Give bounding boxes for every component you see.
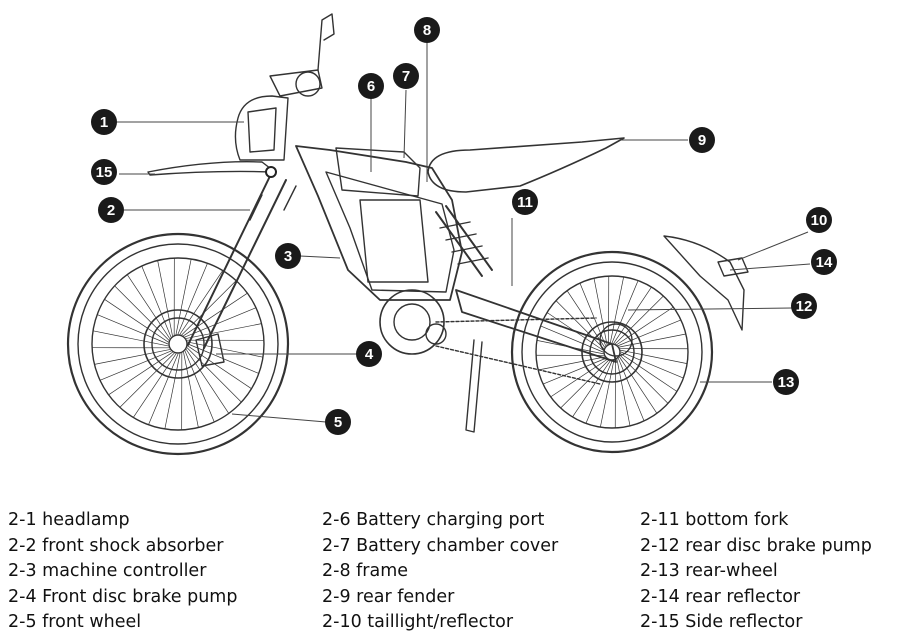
callout-circle [773, 369, 799, 395]
callout-4: 4 [356, 341, 382, 367]
callout-8: 8 [414, 17, 440, 43]
callout-number: 5 [334, 414, 342, 431]
callout-15: 15 [91, 159, 117, 185]
legend: 2-1 headlamp 2-2 front shock absorber 2-… [0, 508, 900, 638]
callout-14: 14 [811, 249, 837, 275]
callout-circle [91, 109, 117, 135]
legend-item: 2-11 bottom fork [640, 510, 789, 530]
legend-item: 2-1 headlamp [8, 510, 130, 530]
callout-number: 15 [96, 164, 113, 181]
callout-1: 1 [91, 109, 117, 135]
callout-10: 10 [806, 207, 832, 233]
callout-number: 3 [284, 248, 292, 265]
motorcycle-drawing [66, 13, 749, 456]
legend-item: 2-2 front shock absorber [8, 535, 224, 556]
callout-circle [393, 63, 419, 89]
legend-item: 2-6 Battery charging port [322, 510, 545, 530]
callout-11: 11 [512, 189, 538, 215]
legend-item: 2-8 frame [322, 561, 409, 582]
callout-12: 12 [791, 293, 817, 319]
callout-number: 2 [107, 202, 115, 219]
callout-number: 13 [778, 374, 795, 391]
legend-column-1: 2-1 headlamp 2-2 front shock absorber 2-… [8, 508, 237, 636]
callout-circle [791, 293, 817, 319]
callout-circle [414, 17, 440, 43]
callout-circle [512, 189, 538, 215]
legend-item: 2-5 front wheel [8, 612, 142, 633]
callout-number: 11 [517, 194, 533, 211]
callout-number: 7 [402, 68, 410, 85]
callout-circle [806, 207, 832, 233]
callout-number: 10 [811, 212, 828, 229]
legend-item: 2-12 rear disc brake pump [640, 535, 872, 556]
legend-item: 2-10 taillight/reflector [322, 612, 514, 633]
callout-circle [91, 159, 117, 185]
callout-circle [689, 127, 715, 153]
callout-number: 14 [816, 254, 833, 271]
callout-2: 2 [98, 197, 124, 223]
callout-13: 13 [773, 369, 799, 395]
legend-item: 2-9 rear fender [322, 586, 455, 607]
callout-7: 7 [393, 63, 419, 89]
callout-9: 9 [689, 127, 715, 153]
callout-number: 6 [367, 78, 375, 95]
legend-item: 2-14 rear reflector [640, 586, 801, 607]
callout-circle [811, 249, 837, 275]
leader-lines [104, 43, 811, 423]
callout-number: 8 [423, 22, 431, 39]
callout-circle [98, 197, 124, 223]
legend-item: 2-13 rear-wheel [640, 561, 778, 582]
legend-item: 2-15 Side reflector [640, 612, 803, 633]
rear-wheel-drawing [510, 250, 714, 454]
callout-6: 6 [358, 73, 384, 99]
legend-item: 2-7 Battery chamber cover [322, 535, 559, 556]
front-wheel-drawing [66, 232, 290, 456]
callout-circle [356, 341, 382, 367]
callout-5: 5 [325, 409, 351, 435]
legend-column-2: 2-6 Battery charging port 2-7 Battery ch… [322, 508, 558, 636]
legend-item: 2-3 machine controller [8, 561, 207, 582]
legend-column-3: 2-11 bottom fork 2-12 rear disc brake pu… [640, 508, 872, 636]
callout-number: 12 [796, 298, 813, 315]
callout-number: 4 [365, 346, 374, 363]
callout-circle [325, 409, 351, 435]
callout-number: 9 [698, 132, 706, 149]
callout-number: 1 [100, 114, 108, 131]
callout-circle [275, 243, 301, 269]
callout-3: 3 [275, 243, 301, 269]
legend-item: 2-4 Front disc brake pump [8, 586, 238, 607]
callout-circle [358, 73, 384, 99]
